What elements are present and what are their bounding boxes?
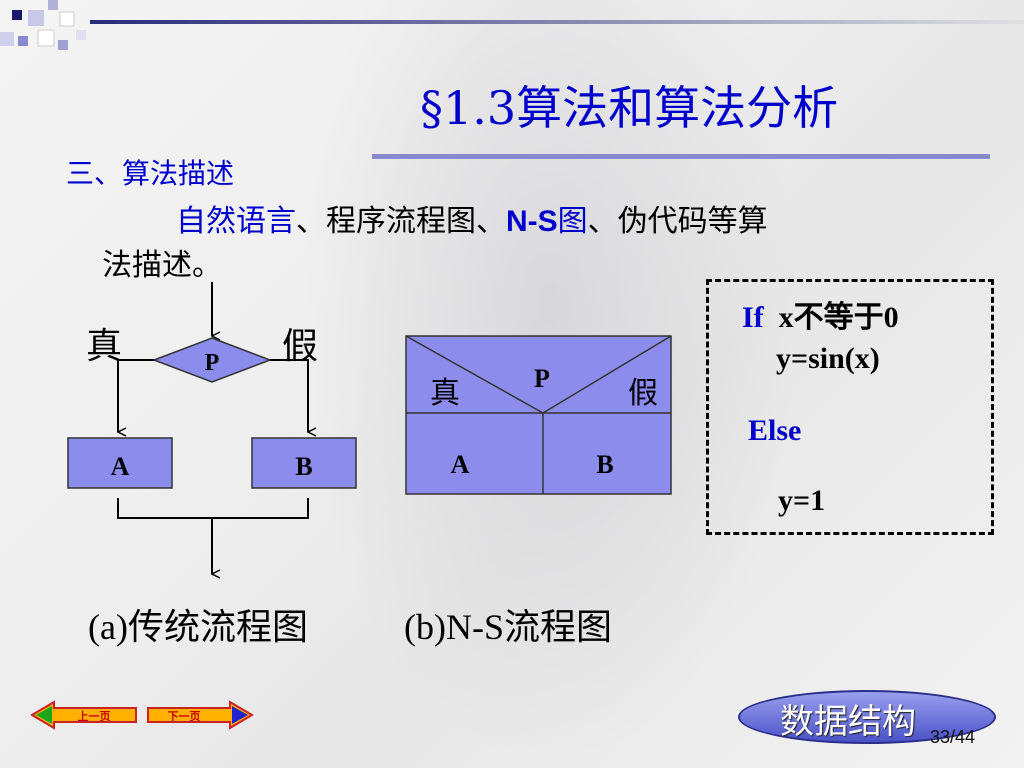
- next-page-label: 下一页: [168, 710, 201, 723]
- caption-b: (b)N-S流程图: [404, 607, 612, 647]
- if-keyword: If: [742, 301, 764, 334]
- highlight-ns: N-S: [506, 205, 558, 238]
- ns-condition-label: P: [534, 364, 550, 393]
- description-text-end: 、伪代码等算: [587, 204, 768, 239]
- description-line-1: 自然语言、程序流程图、N-S图、伪代码等算: [176, 196, 768, 240]
- box-a-label: A: [111, 452, 130, 481]
- section-heading: 三、算法描述: [66, 157, 235, 190]
- pseudo-if-line: If x不等于0: [742, 292, 899, 336]
- decision-label: P: [205, 350, 220, 376]
- course-badge: [738, 690, 996, 744]
- description-text: 、程序流程图、: [296, 204, 506, 239]
- else-statement: y=1: [778, 484, 826, 517]
- decision-diamond: [151, 337, 273, 383]
- pseudo-code-box: [706, 279, 994, 535]
- ns-true-label: 真: [430, 376, 460, 411]
- false-label: 假: [282, 326, 318, 367]
- ns-chart: P 真 假 A B: [405, 335, 672, 495]
- false-branch: [270, 359, 308, 432]
- highlight-natural-language: 自然语言: [176, 204, 296, 239]
- merge-line: [117, 498, 309, 519]
- prev-page-button[interactable]: 上一页: [30, 700, 140, 730]
- page-number: 33/44: [930, 727, 976, 747]
- caption-a: (a)传统流程图: [88, 607, 308, 647]
- box-b: [251, 437, 357, 489]
- highlight-diagram: 图: [557, 204, 588, 239]
- prev-page-label: 上一页: [78, 709, 111, 723]
- page-title: §1.3算法和算法分析: [420, 81, 839, 135]
- top-band: [90, 20, 1024, 24]
- true-branch: [117, 359, 154, 432]
- traditional-flowchart: P 真 假 A B: [67, 282, 357, 580]
- else-keyword: Else: [748, 414, 802, 447]
- box-b-label: B: [295, 452, 312, 481]
- description-line-2: 法描述。: [102, 248, 222, 283]
- next-page-button[interactable]: 下一页: [144, 700, 254, 730]
- box-a: [67, 437, 173, 489]
- ns-box-a-label: A: [451, 450, 470, 479]
- true-label: 真: [86, 326, 122, 367]
- ns-false-label: 假: [628, 376, 658, 411]
- then-statement: y=sin(x): [776, 342, 880, 375]
- ns-box-b-label: B: [596, 450, 613, 479]
- corner-logo-squares: [0, 0, 86, 50]
- if-condition: x不等于0: [778, 301, 899, 334]
- title-underline: [372, 154, 990, 159]
- course-badge-label: 数据结构: [780, 702, 916, 742]
